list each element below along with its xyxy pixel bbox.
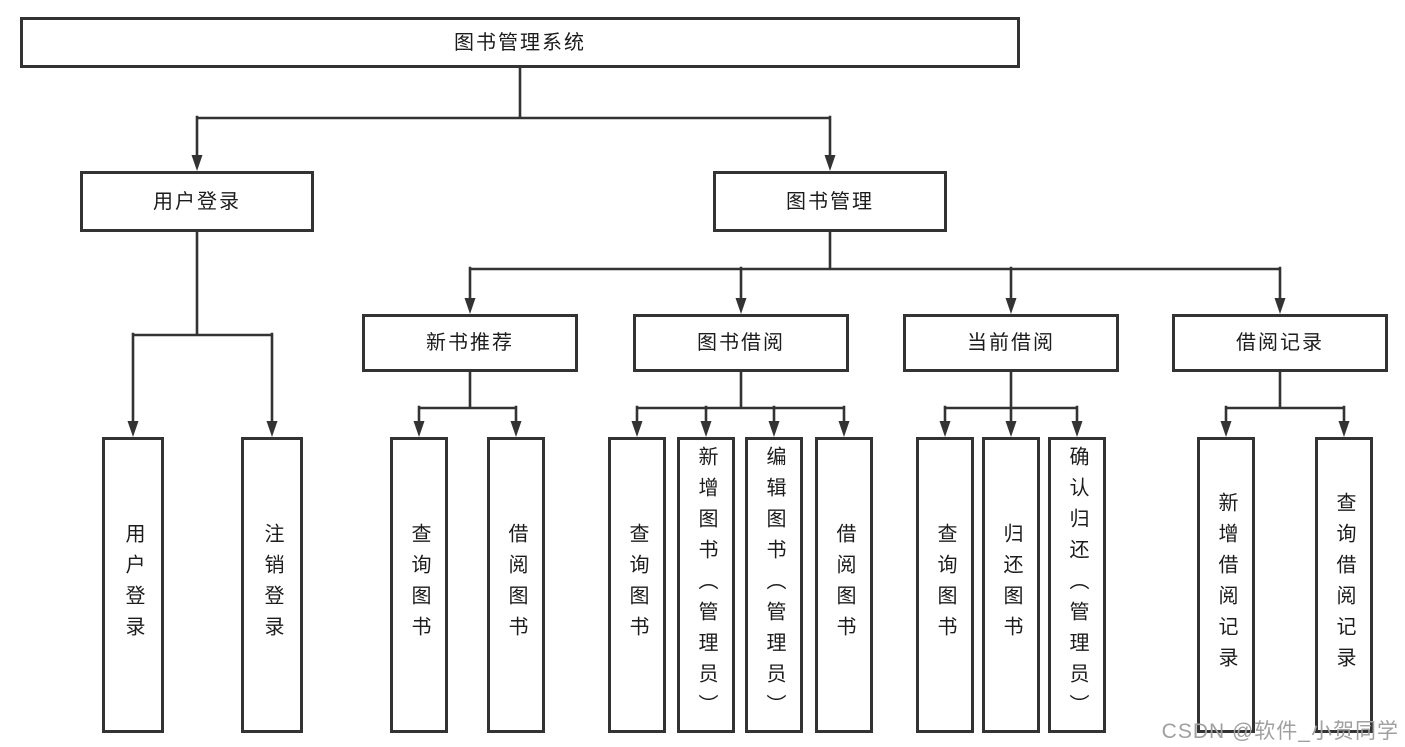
node-user-login: 用户登录 (102, 437, 164, 733)
arrowhead-icon (127, 421, 139, 437)
arrowhead-icon (266, 421, 278, 437)
node-label: 用户登录 (122, 523, 144, 647)
node-label: 编辑图书（管理员） (763, 445, 785, 725)
node-label: 用户登录 (153, 190, 241, 213)
arrowhead-icon (939, 421, 951, 437)
node-label: 查询借阅记录 (1333, 492, 1355, 678)
node-edit-book-admin: 编辑图书（管理员） (745, 437, 803, 733)
node-new-book-recommendation: 新书推荐 (362, 314, 578, 372)
node-label: 新书推荐 (426, 332, 514, 354)
node-book-management: 图书管理 (713, 171, 947, 232)
node-query-books-recommend: 查询图书 (390, 437, 448, 733)
node-borrow-books-borrowing: 借阅图书 (815, 437, 873, 733)
node-add-borrow-record: 新增借阅记录 (1197, 437, 1255, 733)
arrowhead-icon (413, 421, 425, 437)
node-confirm-return-admin: 确认归还（管理员） (1048, 437, 1106, 733)
node-label: 当前借阅 (967, 332, 1055, 354)
node-user-login-group: 用户登录 (80, 171, 314, 232)
watermark-text: CSDN @软件_小贺同学 (1161, 720, 1399, 743)
arrowhead-icon (1338, 421, 1350, 437)
node-label: 借阅记录 (1236, 332, 1324, 354)
node-query-borrow-record: 查询借阅记录 (1315, 437, 1373, 733)
node-add-book-admin: 新增图书（管理员） (677, 437, 735, 733)
node-book-borrowing: 图书借阅 (633, 314, 849, 372)
arrowhead-icon (735, 298, 747, 314)
arrowhead-icon (631, 421, 643, 437)
node-label: 注销登录 (261, 523, 283, 647)
node-logout-login: 注销登录 (241, 437, 303, 733)
arrowhead-icon (1005, 421, 1017, 437)
node-label: 图书管理 (786, 190, 874, 213)
node-library-system: 图书管理系统 (20, 17, 1020, 68)
node-label: 图书借阅 (697, 332, 785, 354)
arrowhead-icon (1071, 421, 1083, 437)
node-label: 新增借阅记录 (1215, 492, 1237, 678)
arrowhead-icon (464, 298, 476, 314)
node-query-books-current: 查询图书 (916, 437, 974, 733)
arrowhead-icon (1274, 298, 1286, 314)
node-borrowing-records: 借阅记录 (1172, 314, 1388, 372)
node-label: 查询图书 (934, 523, 956, 647)
node-label: 归还图书 (1000, 523, 1022, 647)
arrowhead-icon (700, 421, 712, 437)
arrowhead-icon (824, 155, 836, 171)
node-label: 查询图书 (626, 523, 648, 647)
node-label: 图书管理系统 (454, 31, 586, 54)
arrowhead-icon (510, 421, 522, 437)
node-borrow-books-recommend: 借阅图书 (487, 437, 545, 733)
arrowhead-icon (768, 421, 780, 437)
arrowhead-icon (191, 155, 203, 171)
node-label: 新增图书（管理员） (695, 445, 717, 725)
node-label: 确认归还（管理员） (1066, 445, 1088, 725)
node-query-books-borrowing: 查询图书 (608, 437, 666, 733)
node-label: 借阅图书 (833, 523, 855, 647)
node-current-borrowing: 当前借阅 (903, 314, 1119, 372)
arrowhead-icon (1005, 298, 1017, 314)
node-label: 借阅图书 (505, 523, 527, 647)
node-label: 查询图书 (408, 523, 430, 647)
node-return-books: 归还图书 (982, 437, 1040, 733)
arrowhead-icon (838, 421, 850, 437)
arrowhead-icon (1220, 421, 1232, 437)
